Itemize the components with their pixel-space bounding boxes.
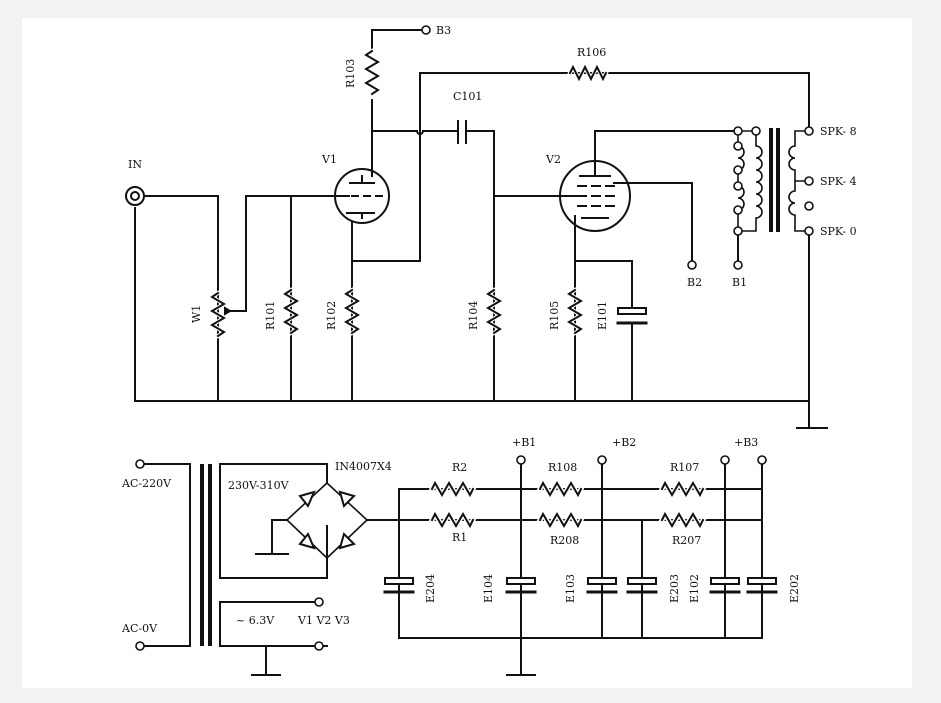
input-jack-icon	[125, 186, 145, 206]
label-e202: E202	[788, 574, 801, 603]
label-b3p: +B3	[734, 436, 758, 449]
label-voltage: 230V-310V	[228, 479, 290, 492]
label-r102: R102	[325, 301, 338, 330]
resistor-r106	[567, 62, 609, 84]
label-diode: IN4007X4	[335, 460, 392, 473]
label-b2: B2	[687, 276, 702, 289]
label-r108: R108	[548, 461, 577, 474]
output-transformer	[733, 126, 814, 236]
resistor-r101	[281, 287, 301, 336]
terminal-ac0	[135, 641, 145, 651]
resistor-r102	[342, 287, 362, 336]
label-r207: R207	[672, 534, 701, 547]
label-r107: R107	[670, 461, 699, 474]
terminal-b2	[687, 260, 697, 270]
terminal-b3	[421, 25, 431, 35]
label-b1: B1	[732, 276, 747, 289]
tube-v2	[559, 160, 631, 232]
schematic-diagram: B3 R103 R106 C101 V1 V2 IN SPK- 8 SPK- 4…	[121, 24, 857, 676]
schematic-sheet: B3 R103 R106 C101 V1 V2 IN SPK- 8 SPK- 4…	[22, 18, 912, 688]
resistor-r105	[565, 287, 585, 336]
terminal-b2p	[597, 455, 607, 465]
terminal-heater-2	[314, 641, 324, 651]
label-r101: R101	[264, 301, 277, 330]
label-ac220: AC-220V	[121, 477, 172, 490]
capacitor-e101	[616, 307, 648, 325]
label-e204: E204	[424, 574, 437, 603]
label-heater-tubes: V1 V2 V3	[297, 614, 350, 627]
resistor-r104	[484, 287, 504, 336]
label-v2: V2	[545, 153, 561, 166]
terminal-b1p	[516, 455, 526, 465]
label-in: IN	[128, 158, 142, 171]
label-heater: ~ 6.3V	[236, 614, 275, 627]
label-ac0: AC-0V	[121, 622, 158, 635]
label-r208: R208	[550, 534, 579, 547]
label-e103: E103	[564, 574, 577, 603]
label-w1: W1	[190, 305, 203, 323]
label-e203: E203	[668, 574, 681, 603]
label-b2p: +B2	[612, 436, 636, 449]
terminal-extra	[757, 455, 767, 465]
label-b3: B3	[436, 24, 451, 37]
label-b1p: +B1	[512, 436, 536, 449]
tube-v1	[334, 168, 390, 224]
diode-bridge	[298, 490, 356, 550]
terminal-b1	[733, 260, 743, 270]
label-r105: R105	[548, 301, 561, 330]
label-r1: R1	[452, 531, 467, 544]
label-spk8: SPK- 8	[820, 125, 857, 138]
terminal-heater-1	[314, 597, 324, 607]
label-e102: E102	[688, 574, 701, 603]
label-e101: E101	[596, 301, 609, 330]
amplifier-wiring	[134, 29, 828, 429]
potentiometer-w1	[208, 290, 232, 339]
label-r104: R104	[467, 301, 480, 330]
psu-resistors	[428, 477, 707, 532]
label-spk4: SPK- 4	[820, 175, 857, 188]
psu-capacitors	[383, 577, 778, 594]
terminal-b3p	[720, 455, 730, 465]
label-c101: C101	[453, 90, 482, 103]
terminal-ac220	[135, 459, 145, 469]
label-v1: V1	[321, 153, 337, 166]
label-e104: E104	[482, 574, 495, 603]
resistor-r103	[362, 48, 382, 97]
label-spk0: SPK- 0	[820, 225, 857, 238]
label-r106: R106	[577, 46, 606, 59]
label-r2: R2	[452, 461, 467, 474]
capacitor-c101	[457, 120, 474, 144]
label-r103: R103	[344, 59, 357, 88]
